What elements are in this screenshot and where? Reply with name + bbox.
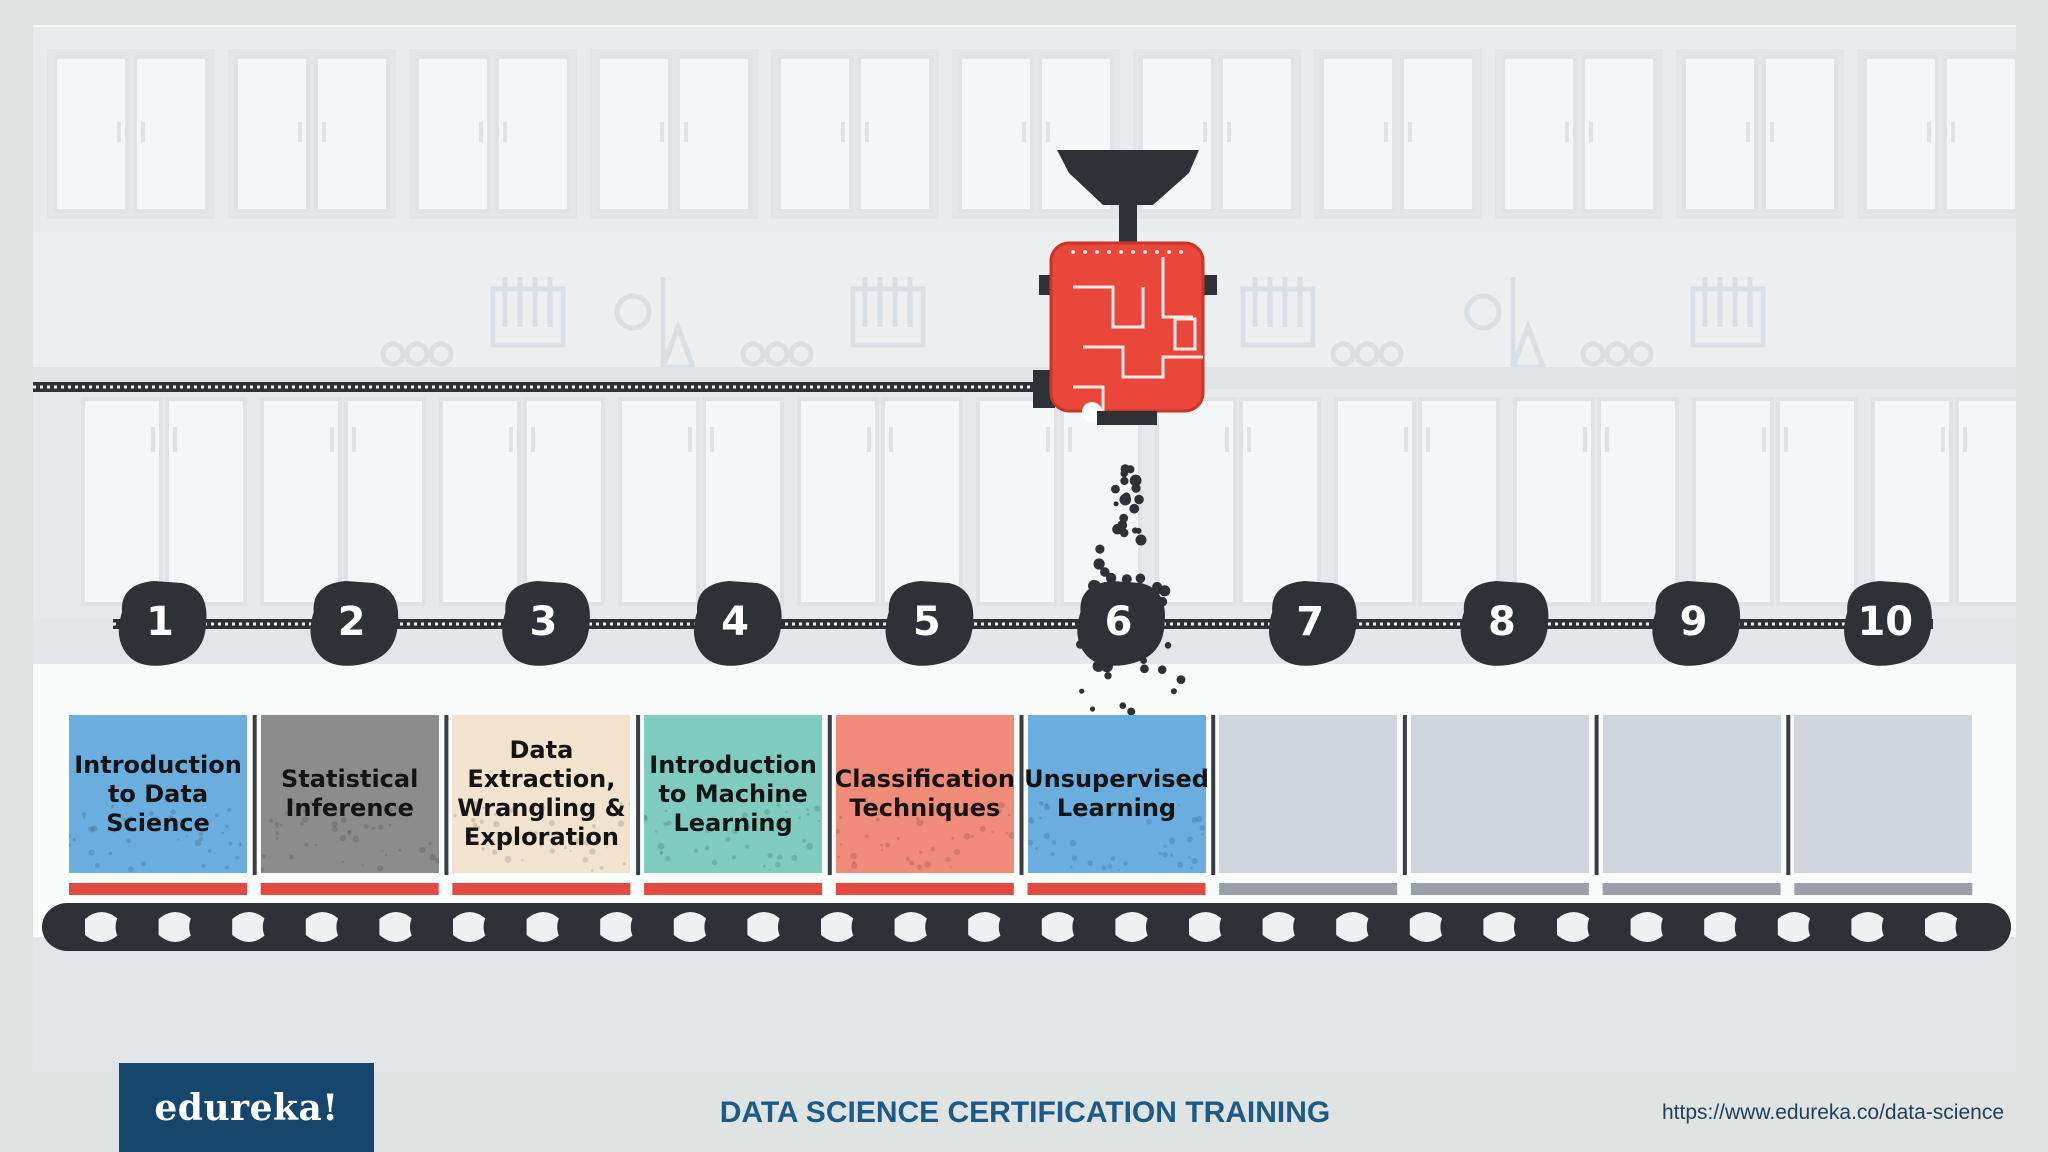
step-node-10 [1844, 581, 1932, 666]
module-texture [644, 802, 821, 871]
step-number-4: 4 [721, 599, 750, 645]
conveyor-roller [1514, 904, 1560, 950]
step-number-9: 9 [1679, 599, 1708, 645]
conveyor-roller [1146, 904, 1192, 950]
module-card: Introduction to Data Science [69, 715, 247, 873]
conveyor-roller [262, 904, 309, 950]
conveyor-roller [483, 904, 530, 950]
module-divider [444, 715, 449, 875]
step-number-7: 7 [1296, 599, 1325, 645]
module-progress-bar [452, 883, 631, 895]
conveyor-roller [336, 904, 383, 950]
step-node-1 [118, 581, 207, 666]
module-label: Data Extraction, Wrangling & Exploration [457, 736, 626, 851]
module-card: Unsupervised Learning [1024, 715, 1209, 873]
logo-text: edureka! [154, 1086, 339, 1129]
conveyor-roller [1587, 904, 1634, 950]
module-divider [1594, 715, 1599, 875]
conveyor-roller [1808, 904, 1855, 950]
module-divider [252, 715, 257, 875]
module-progress-bar [69, 883, 247, 895]
conveyor-roller [1366, 904, 1413, 950]
course-title: DATA SCIENCE CERTIFICATION TRAINING [719, 1096, 1331, 1129]
step-node-4 [693, 581, 782, 666]
module-divider [827, 715, 832, 875]
conveyor-roller [778, 904, 824, 950]
module-label: Introduction to Machine Learning [649, 750, 817, 837]
conveyor-roller [704, 904, 751, 950]
module-divider [1402, 715, 1407, 875]
step-node-5 [885, 581, 974, 666]
step-node-7 [1269, 581, 1357, 666]
module-card: Statistical Inference [260, 715, 439, 873]
step-number-1: 1 [146, 599, 174, 645]
conveyor-roller [410, 904, 456, 950]
module-card: Introduction to Machine Learning [644, 715, 823, 873]
module-texture [453, 801, 631, 872]
edureka-logo[interactable]: edureka! [119, 1063, 374, 1152]
conveyor-roller [851, 904, 898, 950]
module-label: Classification Techniques [834, 765, 1015, 822]
module-progress-bar [260, 883, 439, 895]
module-divider [1019, 715, 1024, 875]
module-progress-bar [644, 883, 823, 895]
conveyor-roller [1072, 904, 1119, 950]
step-number-3: 3 [529, 599, 558, 645]
conveyor-roller [189, 904, 236, 950]
background-illustration [33, 27, 2016, 1073]
step-node-2 [310, 581, 399, 666]
step-number-6: 6 [1104, 599, 1133, 645]
module-progress-bar [1219, 883, 1398, 895]
module-card-empty [1410, 715, 1589, 873]
step-node-9 [1652, 581, 1741, 666]
conveyor-roller [1293, 904, 1340, 950]
module-progress-bar [1410, 883, 1589, 895]
module-card-empty [1794, 715, 1973, 873]
conveyor-roller [557, 904, 604, 950]
conveyor-roller [1219, 904, 1266, 950]
machine-icon [1033, 150, 1217, 425]
module-label: Unsupervised Learning [1024, 765, 1209, 822]
step-node-6 [1077, 581, 1165, 666]
conveyor-roller [630, 904, 677, 950]
conveyor-roller [1440, 904, 1487, 950]
step-number-2: 2 [337, 599, 366, 645]
module-divider [1211, 715, 1216, 875]
module-progress-bar [1602, 883, 1781, 895]
module-progress-bar [835, 883, 1014, 895]
conveyor-roller [1882, 904, 1928, 950]
step-number-8: 8 [1487, 599, 1516, 645]
module-progress-bar [1027, 883, 1206, 895]
conveyor-roller [115, 904, 162, 950]
module-texture [69, 803, 242, 873]
module-card-empty [1219, 715, 1398, 873]
module-label: Statistical Inference [281, 765, 419, 822]
conveyor-roller [42, 904, 88, 950]
conveyor-roller [1734, 904, 1781, 950]
module-label: Introduction to Data Science [74, 750, 242, 837]
slide-canvas: 1 2 3 4 5 6 7 8 9 10 Introduction to Data Science… [33, 25, 2016, 1073]
module-divider [636, 715, 641, 875]
step-number-10: 10 [1857, 599, 1914, 645]
conveyor-roller [1955, 904, 2002, 950]
module-progress-bar [1794, 883, 1973, 895]
module-card: Data Extraction, Wrangling & Exploration [452, 715, 631, 873]
conveyor-roller [925, 904, 972, 950]
module-texture [260, 800, 439, 873]
step-number-5: 5 [912, 599, 941, 645]
module-texture [1027, 800, 1205, 872]
conveyor-roller [1661, 904, 1708, 950]
module-divider [1786, 715, 1791, 875]
conveyor-roller [998, 904, 1045, 950]
step-node-8 [1460, 581, 1549, 666]
step-node-3 [502, 581, 590, 666]
module-card-empty [1602, 715, 1781, 873]
module-card: Classification Techniques [835, 715, 1015, 873]
course-url[interactable]: https://www.edureka.co/data-science [1661, 1101, 2004, 1124]
module-texture [835, 802, 1014, 870]
